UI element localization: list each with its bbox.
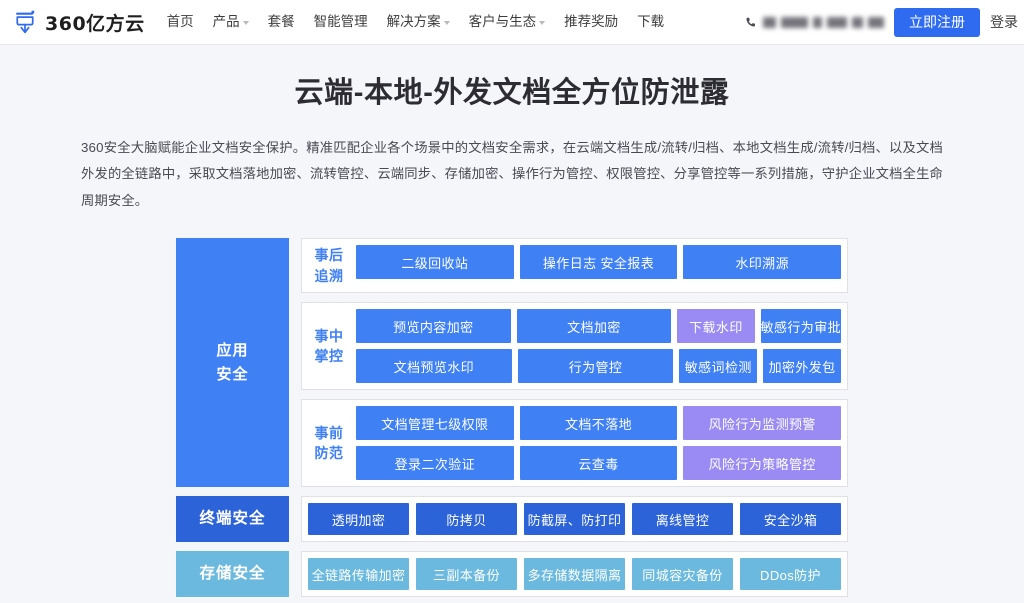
group-pre-incident-prevention: 事前 防范 文档管理七级权限 文档不落地 风险行为监测预警 登录二次验证 云查毒… <box>301 399 848 488</box>
register-button[interactable]: 立即注册 <box>894 7 980 37</box>
grid-row: 文档管理七级权限 文档不落地 风险行为监测预警 <box>356 406 842 441</box>
nav-item-home[interactable]: 首页 <box>167 15 194 29</box>
group-grid: 预览内容加密 文档加密 下载水印 敏感行为审批 文档预览水印 行为管控 敏感词检… <box>356 309 841 384</box>
feature-cell[interactable]: 多存储数据隔离 <box>524 558 625 591</box>
nav-item-solutions[interactable]: 解决方案 <box>387 15 450 29</box>
storage-security-items: 全链路传输加密 三副本备份 多存储数据隔离 同城容灾备份 DDos防护 <box>301 551 848 598</box>
feature-cell[interactable]: 加密外发包 <box>763 349 841 384</box>
nav-label: 下载 <box>637 14 665 30</box>
nav-label: 智能管理 <box>313 14 368 30</box>
application-security-label: 应用 安全 <box>176 238 289 488</box>
feature-cell[interactable]: 文档加密 <box>516 309 672 344</box>
feature-cell[interactable]: 二级回收站 <box>356 245 514 280</box>
group-label-line1: 事中 <box>314 327 344 344</box>
application-security-groups: 事后 追溯 二级回收站 操作日志 安全报表 水印溯源 事中 <box>301 238 848 488</box>
nav-label: 客户与生态 <box>468 14 537 30</box>
hero-section: 云端-本地-外发文档全方位防泄露 360安全大脑赋能企业文档安全保护。精准匹配企… <box>0 45 1024 214</box>
nav-item-download[interactable]: 下载 <box>637 15 664 29</box>
feature-cell[interactable]: 防截屏、防打印 <box>524 503 625 536</box>
nav-item-customers-ecosystem[interactable]: 客户与生态 <box>469 15 546 29</box>
feature-cell[interactable]: 安全沙箱 <box>740 503 841 536</box>
feature-cell[interactable]: 文档管理七级权限 <box>356 406 514 441</box>
nav-label: 推荐奖励 <box>564 14 619 30</box>
contact-phone <box>745 16 884 29</box>
chevron-down-icon <box>443 21 450 25</box>
feature-cell[interactable]: 全链路传输加密 <box>308 558 409 591</box>
nav-item-packages[interactable]: 套餐 <box>268 15 295 29</box>
group-grid: 文档管理七级权限 文档不落地 风险行为监测预警 登录二次验证 云查毒 风险行为策… <box>356 406 842 481</box>
app-label-line2: 安全 <box>216 365 249 383</box>
login-button[interactable]: 登录 <box>990 14 1018 30</box>
nav-item-products[interactable]: 产品 <box>213 15 249 29</box>
phone-number-redacted <box>763 16 884 28</box>
grid-row: 登录二次验证 云查毒 风险行为策略管控 <box>356 446 842 481</box>
feature-cell-highlight[interactable]: 风险行为策略管控 <box>683 446 842 481</box>
nav-actions: 立即注册 登录 <box>745 7 1024 37</box>
feature-cell-highlight[interactable]: 风险行为监测预警 <box>683 406 842 441</box>
chevron-down-icon <box>539 21 546 25</box>
terminal-security-items: 透明加密 防拷贝 防截屏、防打印 离线管控 安全沙箱 <box>301 496 848 543</box>
security-architecture-diagram: 应用 安全 事后 追溯 二级回收站 操作日志 安全报表 水印溯源 <box>176 238 848 598</box>
feature-cell[interactable]: 防拷贝 <box>416 503 517 536</box>
nav-label: 产品 <box>212 14 240 30</box>
group-label-line1: 事前 <box>314 424 344 441</box>
group-label-line1: 事后 <box>314 247 344 264</box>
brand-logo[interactable]: 360亿方云 <box>12 9 145 36</box>
feature-cell[interactable]: 预览内容加密 <box>356 309 511 344</box>
feature-cell[interactable]: 三副本备份 <box>416 558 517 591</box>
brand-name: 360亿方云 <box>45 12 145 35</box>
group-label: 事前 防范 <box>308 406 350 480</box>
group-in-progress-control: 事中 掌控 预览内容加密 文档加密 下载水印 敏感行为审批 文档预览水印 行为管… <box>301 302 848 391</box>
chevron-down-icon <box>242 21 249 25</box>
grid-row: 二级回收站 操作日志 安全报表 水印溯源 <box>356 245 842 280</box>
app-label-line1: 应用 <box>216 341 249 359</box>
feature-cell[interactable]: DDos防护 <box>740 558 841 591</box>
feature-cell[interactable]: 文档预览水印 <box>356 349 512 384</box>
group-label: 事后 追溯 <box>308 245 350 286</box>
page-title: 云端-本地-外发文档全方位防泄露 <box>294 77 730 109</box>
nav-label: 首页 <box>166 14 194 30</box>
feature-cell[interactable]: 透明加密 <box>308 503 409 536</box>
feature-cell[interactable]: 离线管控 <box>632 503 733 536</box>
feature-cell[interactable]: 操作日志 安全报表 <box>519 245 678 280</box>
group-label: 事中 掌控 <box>308 309 350 383</box>
nav-item-referral-rewards[interactable]: 推荐奖励 <box>564 15 618 29</box>
feature-cell[interactable]: 行为管控 <box>517 349 674 384</box>
yifangyun-logo-icon <box>16 10 35 34</box>
storage-security-label: 存储安全 <box>176 551 289 598</box>
feature-cell-highlight[interactable]: 下载水印 <box>677 309 755 344</box>
feature-cell[interactable]: 云查毒 <box>519 446 678 481</box>
phone-icon <box>746 17 755 26</box>
terminal-security-label: 终端安全 <box>176 496 289 543</box>
nav-label: 套餐 <box>267 14 295 30</box>
feature-cell[interactable]: 敏感词检测 <box>679 349 758 384</box>
group-label-line2: 追溯 <box>314 267 344 284</box>
nav-item-smart-management[interactable]: 智能管理 <box>314 15 368 29</box>
terminal-security-block: 终端安全 透明加密 防拷贝 防截屏、防打印 离线管控 安全沙箱 <box>176 496 848 543</box>
group-post-incident-tracing: 事后 追溯 二级回收站 操作日志 安全报表 水印溯源 <box>301 238 848 294</box>
feature-cell[interactable]: 水印溯源 <box>683 245 842 280</box>
primary-nav: 首页 产品 套餐 智能管理 解决方案 客户与生态 推荐奖励 下载 <box>167 15 665 29</box>
feature-cell[interactable]: 登录二次验证 <box>356 446 514 481</box>
application-security-block: 应用 安全 事后 追溯 二级回收站 操作日志 安全报表 水印溯源 <box>176 238 848 488</box>
feature-cell[interactable]: 敏感行为审批 <box>760 309 841 344</box>
feature-cell[interactable]: 同城容灾备份 <box>632 558 733 591</box>
group-label-line2: 防范 <box>314 445 344 462</box>
storage-security-block: 存储安全 全链路传输加密 三副本备份 多存储数据隔离 同城容灾备份 DDos防护 <box>176 551 848 598</box>
nav-label: 解决方案 <box>386 14 441 30</box>
feature-cell[interactable]: 文档不落地 <box>519 406 678 441</box>
grid-row: 预览内容加密 文档加密 下载水印 敏感行为审批 <box>356 309 841 344</box>
grid-row: 文档预览水印 行为管控 敏感词检测 加密外发包 <box>356 349 841 384</box>
group-label-line2: 掌控 <box>314 348 344 365</box>
hero-description: 360安全大脑赋能企业文档安全保护。精准匹配企业各个场景中的文档安全需求，在云端… <box>81 139 943 208</box>
top-navigation-bar: 360亿方云 首页 产品 套餐 智能管理 解决方案 客户与生态 推荐奖励 下载 <box>0 0 1024 45</box>
group-grid: 二级回收站 操作日志 安全报表 水印溯源 <box>356 245 842 286</box>
